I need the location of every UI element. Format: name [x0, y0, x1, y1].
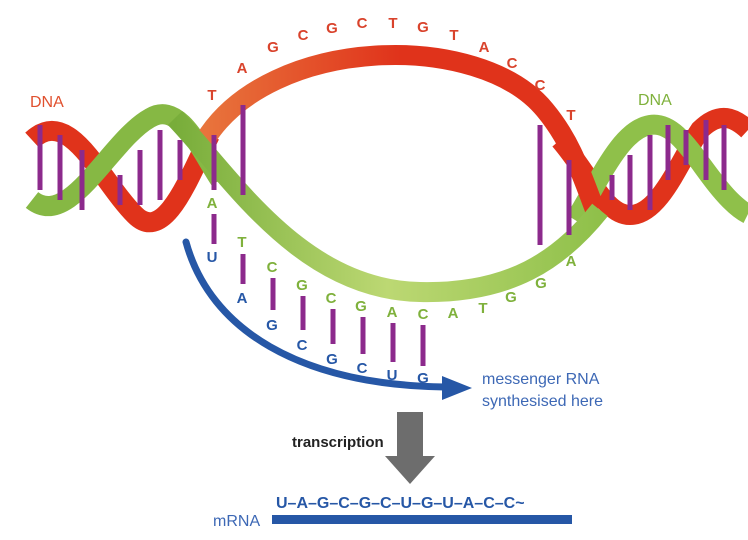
rna-bases: U A G C G C U G — [207, 249, 429, 387]
rna-base: C — [357, 360, 368, 377]
arrow-head — [442, 376, 472, 400]
messenger-rna-label-line1: messenger RNA — [482, 371, 600, 388]
template-strand-bases: T A G C G C T G T A C C T — [207, 15, 575, 124]
template-strand-arc — [196, 45, 605, 214]
coding-base: A — [387, 304, 398, 321]
dna-label-right: DNA — [638, 92, 672, 109]
template-rungs — [211, 105, 572, 245]
template-base: C — [298, 27, 309, 44]
template-base: T — [566, 107, 575, 124]
mrna-label: mRNA — [213, 513, 260, 530]
template-base: G — [326, 20, 338, 37]
template-base: T — [449, 27, 458, 44]
dna-label-left: DNA — [30, 94, 64, 111]
rna-pairing-rungs — [211, 214, 426, 366]
mrna-sequence: U–A–G–C–G–C–U–G–U–A–C–C~ — [276, 495, 525, 512]
template-base: A — [479, 39, 490, 56]
rna-base: G — [326, 351, 338, 368]
messenger-rna-label-line2: synthesised here — [482, 393, 603, 410]
coding-base: C — [267, 259, 278, 276]
rna-base: U — [207, 249, 218, 266]
coding-base: G — [296, 277, 308, 294]
coding-base: T — [237, 234, 246, 251]
template-base: G — [267, 39, 279, 56]
right-green-strand — [566, 114, 748, 226]
rna-base: C — [297, 337, 308, 354]
template-base: C — [507, 55, 518, 72]
right-base-pair-rungs — [609, 120, 727, 210]
coding-base: A — [448, 305, 459, 322]
coding-base: C — [326, 290, 337, 307]
coding-base: T — [478, 300, 487, 317]
coding-base: C — [418, 306, 429, 323]
coding-base: A — [207, 195, 218, 212]
coding-base: A — [566, 253, 577, 270]
template-base: C — [535, 77, 546, 94]
template-base: G — [417, 19, 429, 36]
transcription-arrow — [385, 412, 435, 484]
coding-strand-bases: A T C G C G A C A T G G A — [207, 195, 577, 323]
left-red-strand — [25, 121, 219, 233]
rna-base: G — [417, 370, 429, 387]
template-base: C — [357, 15, 368, 32]
transcription-label: transcription — [292, 434, 384, 451]
coding-strand-arc — [167, 111, 608, 303]
rna-base: U — [387, 367, 398, 384]
coding-base: G — [505, 289, 517, 306]
coding-base: G — [355, 298, 367, 315]
rna-synthesis-arrow — [182, 238, 472, 400]
rna-base: A — [237, 290, 248, 307]
template-base: A — [237, 60, 248, 77]
template-base: T — [388, 15, 397, 32]
left-base-pair-rungs — [37, 125, 183, 210]
rna-base: G — [266, 317, 278, 334]
coding-base: G — [535, 275, 547, 292]
mrna-strand-bar — [272, 515, 572, 524]
template-base: T — [207, 87, 216, 104]
